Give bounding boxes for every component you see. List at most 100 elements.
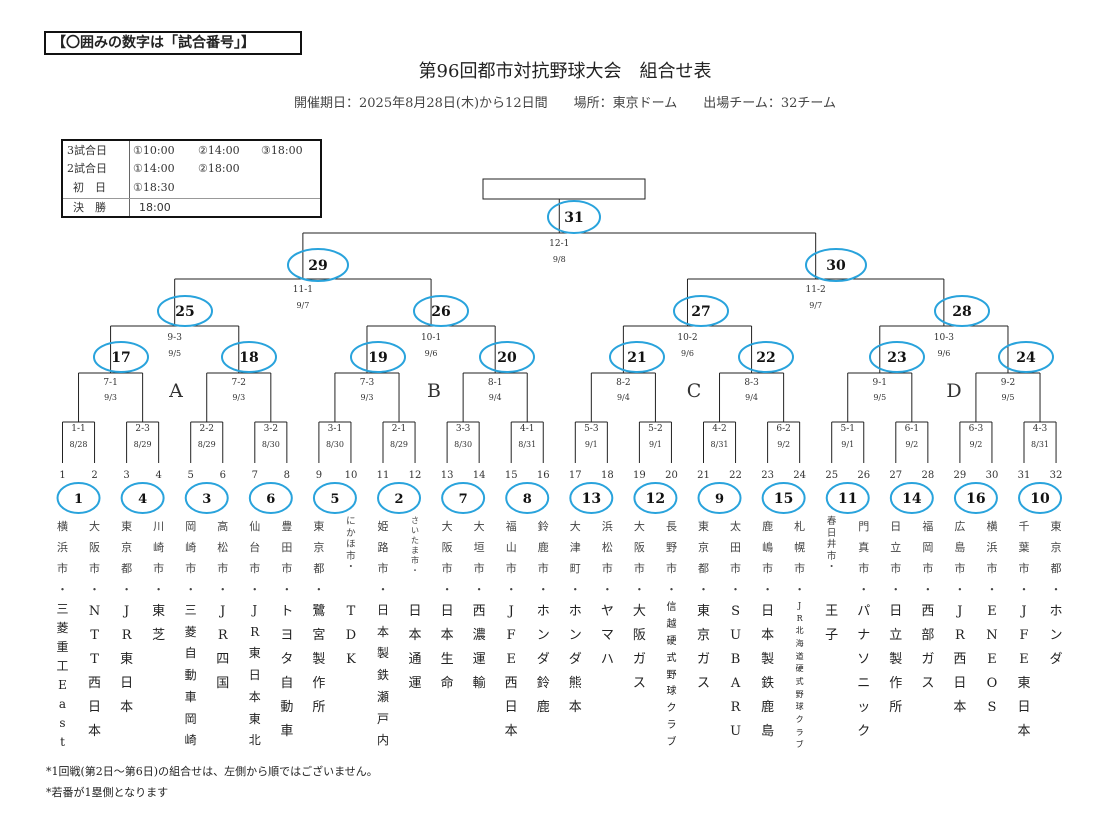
team-position: 4 (155, 470, 161, 481)
game-number-circle (805, 248, 867, 282)
match-date: 8/30 (326, 440, 344, 449)
match-date: 8/31 (711, 440, 729, 449)
match-code: 4-1 (520, 424, 535, 434)
team-name: 王 子 (825, 604, 839, 643)
schedule-time: ②18:00 (198, 162, 240, 175)
game-number: 26 (431, 304, 450, 320)
team-name: 西 部 ガ ス (921, 604, 935, 691)
match-code: 11-2 (806, 285, 826, 295)
game-number-circle (633, 482, 678, 514)
game-number-circle (569, 482, 614, 514)
team-position: 1 (59, 470, 65, 481)
team-name: E N E O S (986, 604, 998, 715)
team-position: 3 (123, 470, 129, 481)
footnote: *1回戦(第2日～第6日)の組合せは、左側から順ではございません。 (46, 765, 378, 778)
match-code: 5-3 (584, 424, 599, 434)
match-code: 8-2 (616, 378, 631, 388)
team-city: 仙 台 市 ・ (249, 520, 261, 596)
match-code: 3-3 (456, 424, 471, 434)
team-city: 長 野 市 ・ (665, 520, 677, 596)
block-label: B (427, 380, 441, 402)
team-position: 16 (537, 470, 550, 481)
team-position: 12 (409, 470, 422, 481)
game-number-circle (869, 341, 925, 373)
match-code: 9-1 (873, 378, 888, 388)
game-number-circle (248, 482, 293, 514)
game-number-circle (377, 482, 422, 514)
team-name: 大 阪 ガ ス (632, 604, 646, 691)
game-number: 11 (838, 491, 857, 507)
match-date: 9/6 (681, 349, 694, 358)
team-city: 東 京 都 ・ (1050, 520, 1062, 596)
match-code: 5-1 (840, 424, 855, 434)
game-number: 20 (497, 350, 517, 366)
game-number-circle (312, 482, 357, 514)
game-number-circle (120, 482, 165, 514)
game-number: 23 (887, 350, 906, 366)
match-code: 11-1 (293, 285, 313, 295)
schedule-row-label: 2試合日 (67, 162, 107, 175)
match-code: 12-1 (549, 239, 569, 249)
game-number-circle (350, 341, 406, 373)
game-number: 1 (74, 492, 83, 507)
game-number-circle (441, 482, 486, 514)
game-number: 29 (308, 258, 327, 274)
team-position: 26 (857, 470, 870, 481)
team-name: 三 菱 自 動 車 岡 崎 (184, 603, 197, 748)
team-position: 5 (188, 470, 194, 481)
schedule-time: ②14:00 (198, 144, 240, 157)
team-city: 川 崎 市 ・ (153, 520, 165, 596)
team-name: 三 菱 重 工 E a s t (56, 602, 69, 749)
team-city: 横 浜 市 ・ (57, 520, 68, 596)
team-name: 日 本 生 命 (440, 604, 454, 691)
match-code: 4-3 (1033, 424, 1048, 434)
match-date: 9/4 (745, 393, 758, 402)
schedule-row: 初 日 ①18:30 (63, 180, 320, 195)
match-date: 8/29 (198, 440, 216, 449)
game-number-circle (93, 341, 149, 373)
team-name: 信 越 硬 式 野 球 ク ラ ブ (666, 602, 677, 749)
team-name: ヤ マ ハ (600, 604, 614, 667)
game-number: 3 (202, 492, 211, 507)
team-city: 大 阪 市 ・ (441, 520, 453, 596)
schedule-row-label: 決 勝 (73, 201, 106, 214)
team-name: ホ ン ダ 熊 本 (568, 604, 582, 715)
game-number: 31 (564, 210, 583, 226)
team-position: 2 (91, 470, 97, 481)
team-city: 日 立 市 ・ (890, 520, 902, 596)
team-position: 29 (954, 470, 967, 481)
match-date: 9/7 (809, 301, 822, 310)
match-date: 8/31 (1031, 440, 1049, 449)
team-position: 24 (793, 470, 806, 481)
block-label: A (168, 380, 183, 402)
schedule-time: ①14:00 (133, 162, 175, 175)
game-number: 7 (459, 492, 468, 507)
team-name: 日 本 製 鉄 鹿 島 (761, 604, 775, 739)
team-position: 23 (761, 470, 774, 481)
team-name: 東 芝 (152, 604, 166, 643)
game-number-circle (889, 482, 934, 514)
match-date: 9/3 (232, 393, 245, 402)
team-position: 21 (697, 470, 710, 481)
team-city: 太 田 市 ・ (730, 520, 742, 596)
game-number: 2 (395, 492, 404, 507)
team-city: 門 真 市 ・ (858, 520, 870, 596)
game-number: 22 (756, 350, 775, 366)
game-number: 12 (646, 491, 665, 507)
game-number-circle (934, 295, 990, 327)
match-code: 7-3 (360, 378, 375, 388)
table-divider (63, 198, 320, 199)
match-code: 8-1 (488, 378, 503, 388)
game-number: 19 (368, 350, 387, 366)
team-name: ホ ン ダ (1049, 604, 1063, 667)
match-code: 7-2 (232, 378, 247, 388)
team-position: 10 (345, 470, 358, 481)
team-position: 20 (665, 470, 678, 481)
match-code: 8-3 (744, 378, 759, 388)
match-code: 1-1 (71, 424, 86, 434)
match-code: 2-3 (135, 424, 150, 434)
team-city: 福 岡 市 ・ (922, 520, 934, 596)
team-city: 鈴 鹿 市 ・ (537, 520, 549, 596)
team-city: さ い た ま 市 ・ (411, 516, 420, 575)
team-city: 浜 松 市 ・ (601, 520, 613, 596)
